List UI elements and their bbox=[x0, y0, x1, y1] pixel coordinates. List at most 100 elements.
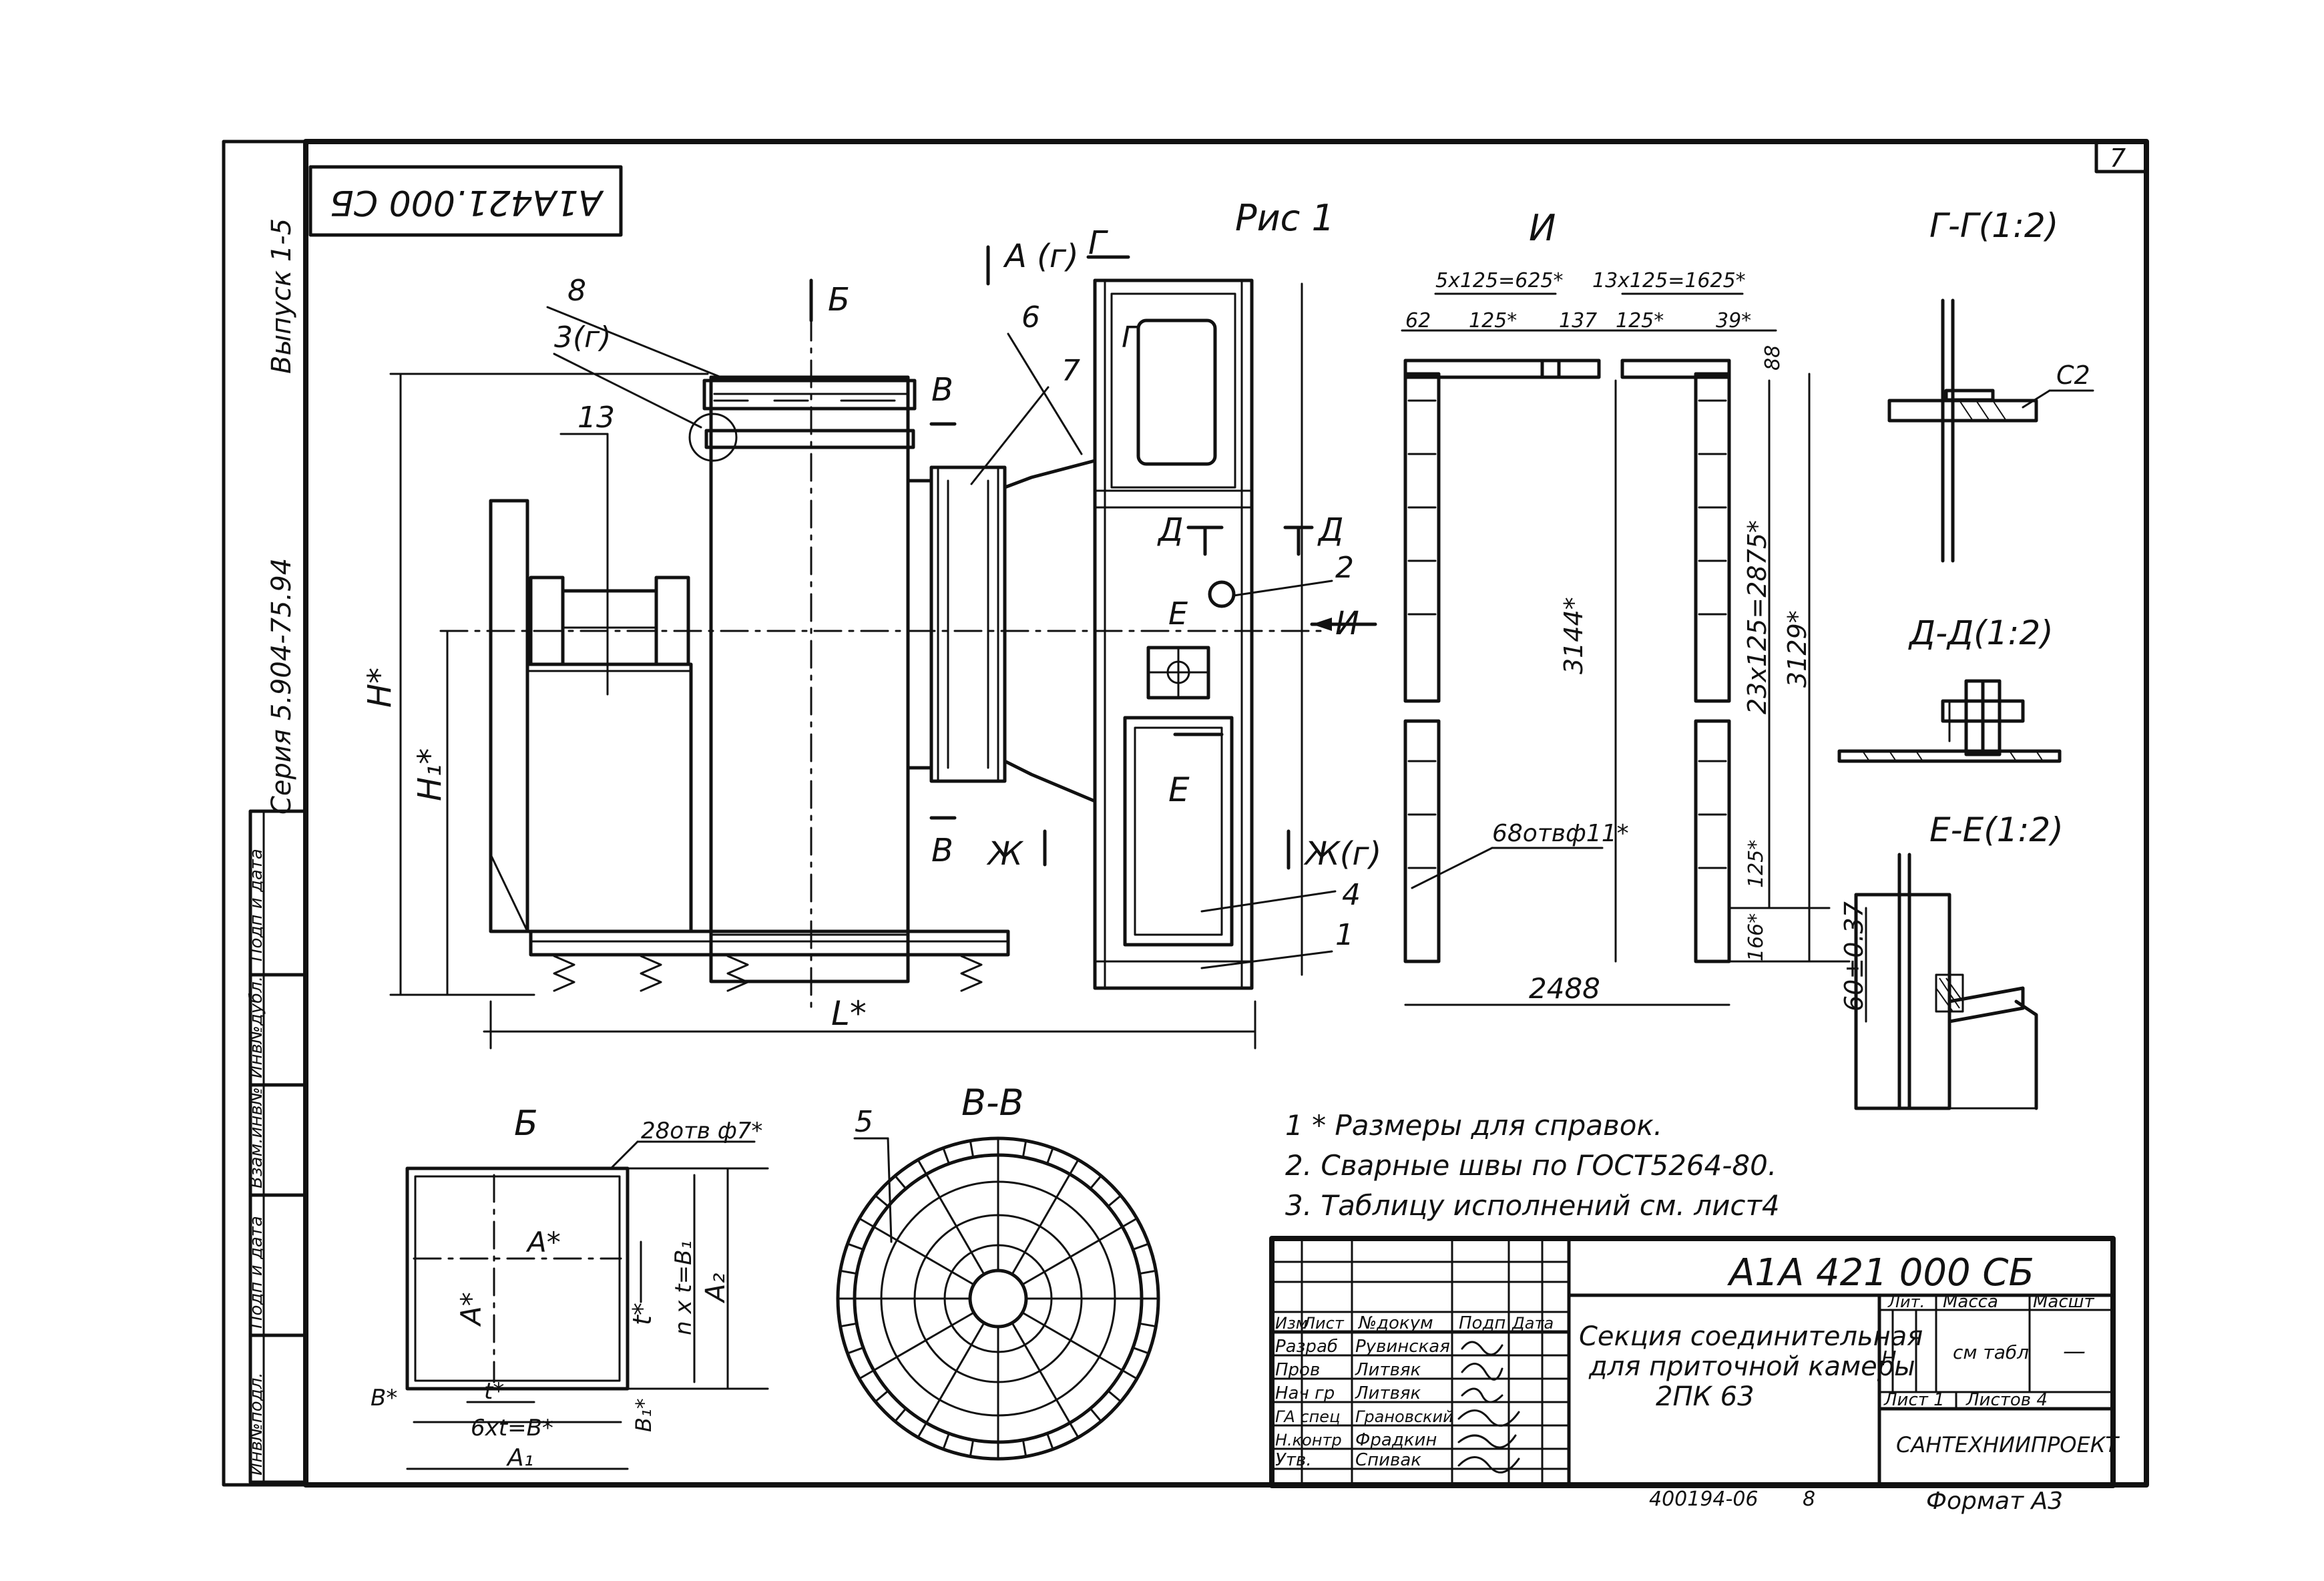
header-date: Дата bbox=[1512, 1314, 1554, 1333]
dim-a-horizontal: А* bbox=[525, 1226, 561, 1259]
note-3: 3. Таблицу исполнений см. лист4 bbox=[1285, 1189, 1780, 1222]
dim-5x125: 5x125=625* bbox=[1435, 269, 1564, 292]
dim-length: L* bbox=[831, 994, 867, 1033]
dim-88: 88 bbox=[1761, 345, 1785, 371]
sheet-label: Лист 1 bbox=[1883, 1390, 1945, 1410]
footer-number: 400194-06 bbox=[1649, 1488, 1759, 1511]
impeller-blade bbox=[894, 1174, 907, 1190]
note-2: 2. Сварные швы по ГОСТ5264-80. bbox=[1285, 1149, 1777, 1182]
impeller-blade bbox=[839, 1269, 858, 1275]
dim-125a: 125* bbox=[1469, 309, 1517, 332]
impeller-wheel bbox=[836, 1136, 1160, 1461]
impeller-blade bbox=[1132, 1243, 1150, 1251]
dim-3144: 3144* bbox=[1559, 597, 1588, 674]
mass-header: Масса bbox=[1943, 1292, 1998, 1312]
row-name-2: Литвяк bbox=[1355, 1360, 1421, 1380]
section-g-g: Г-Г(1:2) С2 bbox=[1887, 206, 2094, 563]
section-e-label: Е bbox=[1168, 596, 1188, 632]
callout-1: 1 bbox=[1335, 918, 1354, 952]
dim-62: 62 bbox=[1405, 309, 1431, 332]
view-b-title: Б bbox=[514, 1104, 538, 1144]
view-vv-title: В-В bbox=[961, 1082, 1024, 1124]
impeller-blade bbox=[874, 1194, 889, 1208]
strip-cell-4: Подп и дата bbox=[246, 1216, 266, 1329]
impeller-blade bbox=[1046, 1432, 1054, 1451]
impeller-blade bbox=[917, 1158, 927, 1176]
section-d-d: Д-Д(1:2) bbox=[1837, 614, 2062, 763]
impeller-blade bbox=[1138, 1322, 1157, 1328]
series-label: Серия 5.904-75.94 bbox=[266, 558, 297, 815]
dim-nxt-b1: n x t=B₁ bbox=[670, 1240, 697, 1335]
row-name-1: Рувинская bbox=[1355, 1337, 1450, 1357]
dim-b1: B₁* bbox=[631, 1398, 656, 1432]
header-izm: Изм bbox=[1275, 1314, 1308, 1333]
view-v-v: В-В 5 bbox=[836, 1082, 1160, 1461]
scale-value: — bbox=[2063, 1338, 2086, 1365]
dim-t-vertical: t* bbox=[628, 1303, 657, 1325]
issue-label: Выпуск 1-5 bbox=[266, 218, 297, 374]
dim-13x125: 13x125=1625* bbox=[1592, 269, 1746, 292]
dim-23x125: 23x125=2875* bbox=[1742, 520, 1772, 714]
dim-2488: 2488 bbox=[1529, 972, 1600, 1005]
dim-60: 60±0.37 bbox=[1839, 901, 1869, 1011]
row-role-1: Разраб bbox=[1275, 1337, 1338, 1357]
header-doc: №докум bbox=[1357, 1313, 1433, 1333]
section-v-top-label: В bbox=[931, 371, 953, 409]
page-number: 7 bbox=[2110, 144, 2126, 173]
impeller-blade bbox=[839, 1322, 858, 1328]
row-role-4: ГА спец bbox=[1275, 1407, 1340, 1426]
dim-6xt: 6xt=B* bbox=[471, 1415, 553, 1441]
callout-2: 2 bbox=[1335, 551, 1354, 585]
section-g-inner-label: Г bbox=[1122, 320, 1140, 355]
impeller-blade bbox=[942, 1432, 950, 1451]
callout-3g: 3(г) bbox=[554, 320, 611, 355]
section-dd-title: Д-Д(1:2) bbox=[1908, 614, 2054, 652]
title-line-2: для приточной камеры bbox=[1588, 1351, 1915, 1382]
impeller-blade bbox=[1021, 1140, 1027, 1158]
holes-label: 68отвф11* bbox=[1492, 820, 1629, 847]
dim-height: H* bbox=[361, 668, 399, 708]
impeller-blade bbox=[942, 1146, 950, 1165]
header-sign: Подп bbox=[1459, 1313, 1505, 1333]
view-b-label: Б bbox=[828, 281, 850, 318]
lit-value: Н bbox=[1881, 1347, 1897, 1371]
impeller-blade bbox=[1132, 1347, 1150, 1355]
notes-block: 1 * Размеры для справок. 2. Сварные швы … bbox=[1285, 1109, 1780, 1222]
section-d-left-label: Д bbox=[1157, 511, 1184, 549]
impeller-blade bbox=[917, 1421, 927, 1439]
impeller-spoke bbox=[1021, 1226, 1124, 1286]
side-strip: Подп и дата Инв№дубл. Взам.инв№ Подп и д… bbox=[246, 809, 308, 1484]
dim-39: 39* bbox=[1716, 309, 1751, 332]
impeller-blade bbox=[1089, 1174, 1102, 1190]
impeller-spoke bbox=[1021, 1311, 1124, 1371]
fig1-title: Рис 1 bbox=[1235, 197, 1335, 239]
impeller-spoke bbox=[1011, 1321, 1071, 1424]
dim-125b: 125* bbox=[1616, 309, 1664, 332]
impeller-blade bbox=[1069, 1158, 1080, 1176]
title-block: Изм Лист №докум Подп Дата Разраб Рувинск… bbox=[1269, 1236, 2120, 1488]
dim-height1: H₁* bbox=[411, 748, 449, 801]
sheets-label: Листов 4 bbox=[1965, 1390, 2048, 1410]
impeller-blade bbox=[1021, 1439, 1027, 1457]
footer: 400194-06 8 Формат А3 bbox=[1649, 1488, 2063, 1515]
doc-code: А1А 421 000 СБ bbox=[1727, 1251, 2034, 1295]
impeller-blade bbox=[1089, 1407, 1102, 1423]
footer-format: Формат А3 bbox=[1926, 1488, 2063, 1515]
section-d-right-label: Д bbox=[1317, 511, 1344, 549]
impeller-blade bbox=[874, 1389, 889, 1403]
dim-125c: 125* bbox=[1745, 840, 1768, 888]
footer-page: 8 bbox=[1803, 1488, 1815, 1511]
impeller-blade bbox=[1107, 1389, 1122, 1403]
impeller-blade bbox=[1069, 1421, 1080, 1439]
impeller-blade bbox=[1121, 1217, 1138, 1228]
row-role-6: Утв. bbox=[1275, 1450, 1312, 1470]
dim-166: 166* bbox=[1745, 913, 1768, 961]
title-line-3: 2ПК 63 bbox=[1656, 1381, 1755, 1412]
section-ee-title: Е-Е(1:2) bbox=[1929, 811, 2064, 849]
impeller-blade bbox=[969, 1140, 975, 1158]
dim-a2: A₂ bbox=[700, 1273, 731, 1304]
figure-1: Рис 1 bbox=[361, 197, 1381, 1050]
dim-a1: A₁ bbox=[506, 1444, 533, 1472]
section-v-bottom-label: В bbox=[931, 832, 953, 869]
